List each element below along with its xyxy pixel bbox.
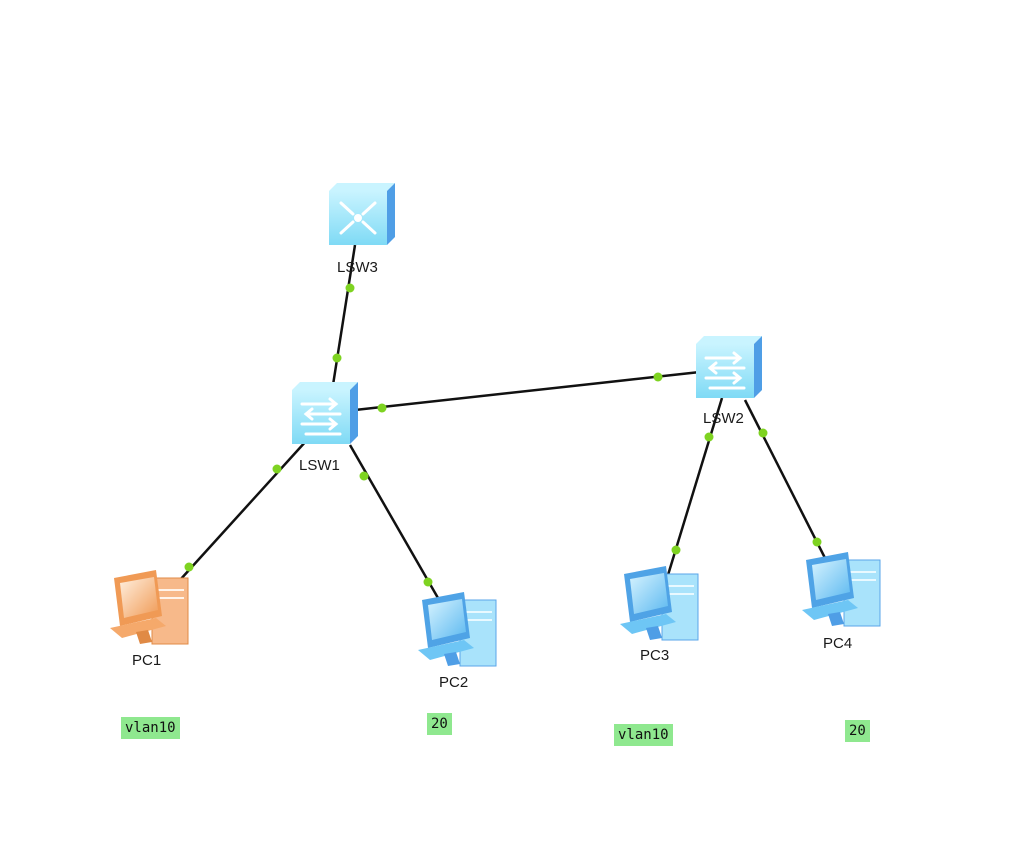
port-dot (758, 428, 768, 438)
link-lsw1-pc1[interactable] (179, 439, 308, 581)
lsw1-label: LSW1 (299, 457, 340, 474)
port-dot (359, 471, 369, 481)
pc2-pc-icon[interactable] (418, 592, 497, 667)
pc4-label: PC4 (823, 635, 853, 652)
pc3-pc-icon[interactable] (620, 566, 699, 641)
links-layer (179, 244, 828, 599)
port-dot (272, 464, 282, 474)
port-dot (423, 577, 433, 587)
port-dot (184, 562, 194, 572)
pc2-label: PC2 (439, 674, 469, 691)
pc4-pc-icon[interactable] (802, 552, 881, 627)
lsw2-switch-icon[interactable] (696, 336, 762, 398)
lsw3-label: LSW3 (337, 259, 378, 276)
port-dot (332, 353, 342, 363)
pc4-vlan-tag[interactable]: 20 (845, 720, 870, 742)
port-dot (653, 372, 663, 382)
port-dot (345, 283, 355, 293)
pc2-vlan-tag[interactable]: 20 (427, 713, 452, 735)
link-lsw2-pc4[interactable] (743, 399, 828, 561)
pc3-label: PC3 (640, 647, 670, 664)
port-dot (812, 537, 822, 547)
port-dots (184, 283, 822, 587)
lsw2-label: LSW2 (703, 410, 744, 427)
port-dot (671, 545, 681, 555)
port-dot (704, 432, 714, 442)
port-dot (377, 403, 387, 413)
pc1-label: PC1 (132, 652, 162, 669)
pc3-vlan-tag[interactable]: vlan10 (614, 724, 673, 746)
lsw1-switch-icon[interactable] (292, 382, 358, 444)
link-lsw1-pc2[interactable] (348, 444, 440, 599)
pc1-pc-icon[interactable] (110, 570, 189, 645)
link-lsw2-pc3[interactable] (666, 397, 724, 576)
link-lsw1-lsw2[interactable] (354, 370, 701, 412)
lsw3-switch-icon[interactable] (329, 183, 395, 245)
pc1-vlan-tag[interactable]: vlan10 (121, 717, 180, 739)
